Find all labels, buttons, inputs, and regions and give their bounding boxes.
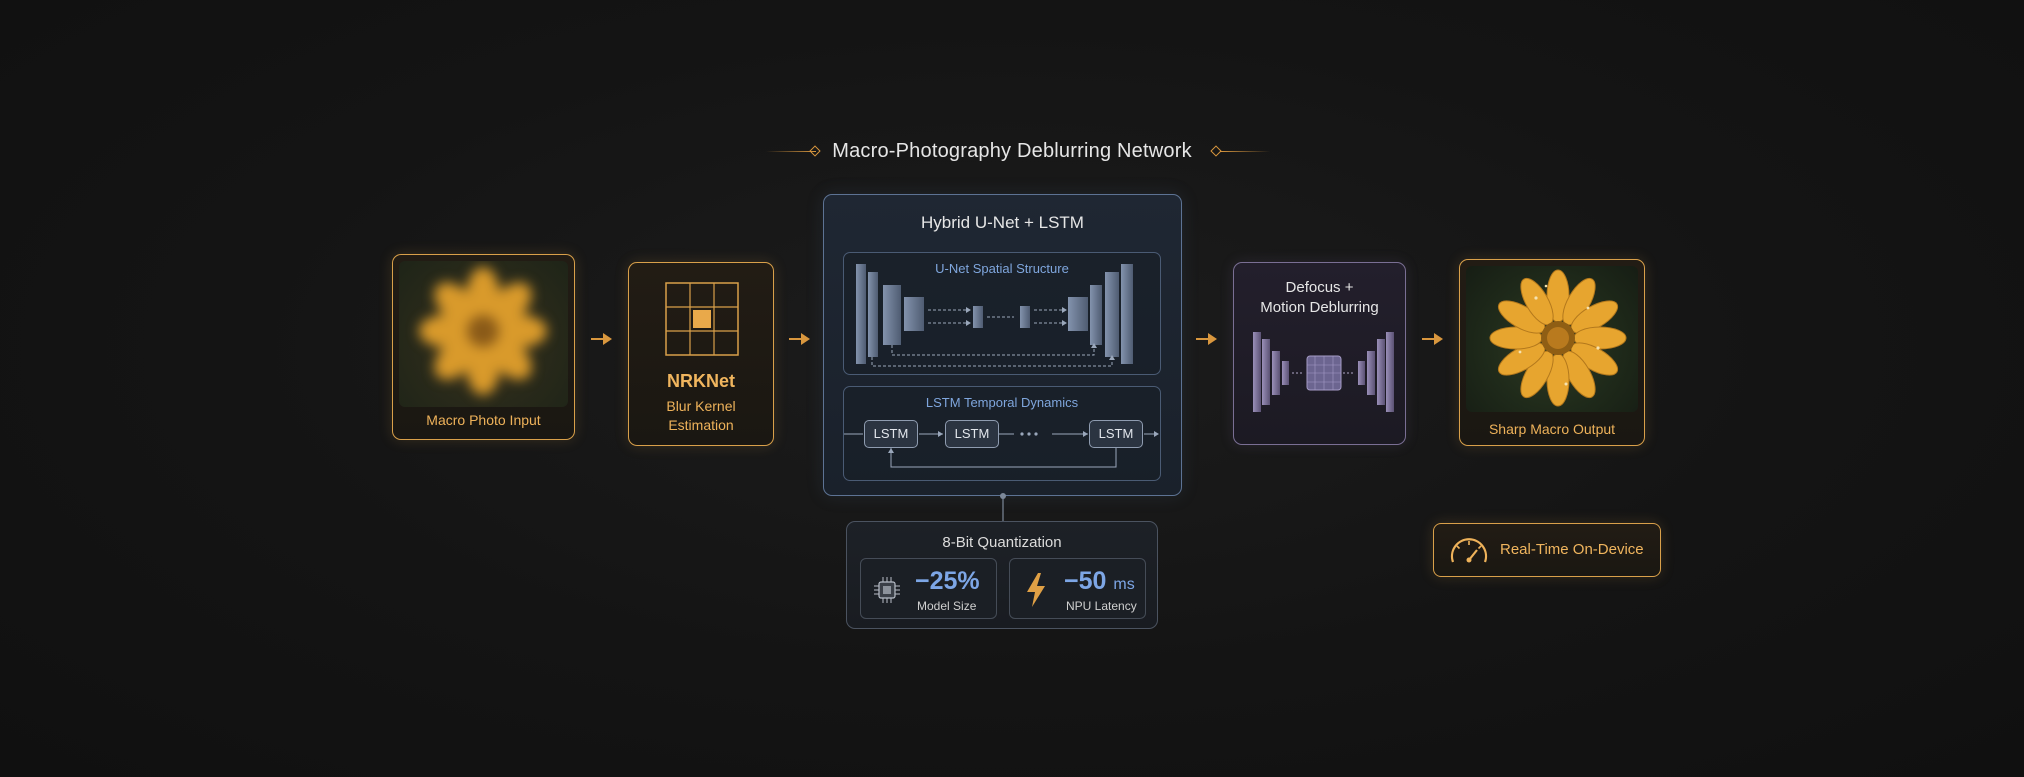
arrow-right-icon: [1196, 331, 1218, 347]
blurry-flower-photo: [399, 261, 568, 407]
output-label: Sharp Macro Output: [1460, 421, 1644, 437]
npu-latency-label: NPU Latency: [1066, 599, 1137, 613]
model-size-metric: −25% Model Size: [860, 558, 997, 619]
title-right-line: [1220, 151, 1270, 152]
nrknet-name: NRKNet: [629, 371, 773, 392]
output-node: Sharp Macro Output: [1459, 259, 1645, 446]
quantization-title: 8-Bit Quantization: [847, 534, 1157, 551]
model-size-value: −25%: [915, 567, 980, 596]
input-node: Macro Photo Input: [392, 254, 575, 440]
nrknet-desc-line1: Blur Kernel: [629, 398, 773, 414]
lstm-cell: LSTM: [864, 420, 918, 448]
arrow-right-icon: [789, 331, 811, 347]
nrknet-node: NRKNet Blur Kernel Estimation: [628, 262, 774, 446]
hybrid-unet-lstm-node: Hybrid U-Net + LSTM U-Net Spatial Struct…: [823, 194, 1182, 496]
lstm-cell: LSTM: [1089, 420, 1143, 448]
arrow-right-icon: [591, 331, 613, 347]
deblur-network-icon: [1234, 327, 1407, 427]
unet-architecture-icon: [844, 253, 1162, 376]
realtime-badge: Real-Time On-Device: [1433, 523, 1661, 577]
lstm-cell: LSTM: [945, 420, 999, 448]
speedometer-icon: [1448, 536, 1490, 566]
arrow-right-icon: [1422, 331, 1444, 347]
lstm-panel: LSTM Temporal Dynamics LSTM LSTM LSTM: [843, 386, 1161, 481]
realtime-label: Real-Time On-Device: [1500, 541, 1644, 558]
lightning-icon: [1024, 572, 1048, 608]
npu-latency-metric: −50 ms NPU Latency: [1009, 558, 1146, 619]
chip-icon: [873, 576, 901, 604]
quantization-connector: [997, 492, 1009, 524]
defocus-label-line2: Motion Deblurring: [1234, 299, 1405, 316]
blur-kernel-grid-icon: [665, 282, 739, 356]
npu-latency-value: −50 ms: [1064, 567, 1135, 596]
model-size-label: Model Size: [917, 599, 976, 613]
defocus-motion-deblurring-node: Defocus + Motion Deblurring: [1233, 262, 1406, 445]
hybrid-title: Hybrid U-Net + LSTM: [824, 213, 1181, 233]
sharp-flower-photo: [1466, 266, 1638, 412]
input-label: Macro Photo Input: [393, 412, 574, 428]
unet-panel: U-Net Spatial Structure: [843, 252, 1161, 375]
nrknet-desc-line2: Estimation: [629, 417, 773, 433]
defocus-label-line1: Defocus +: [1234, 279, 1405, 296]
quantization-node: 8-Bit Quantization −25% Model Size −50 m…: [846, 521, 1158, 629]
diagram-title: Macro-Photography Deblurring Network: [0, 140, 2024, 163]
diagram-title-row: Macro-Photography Deblurring Network: [0, 136, 2024, 168]
